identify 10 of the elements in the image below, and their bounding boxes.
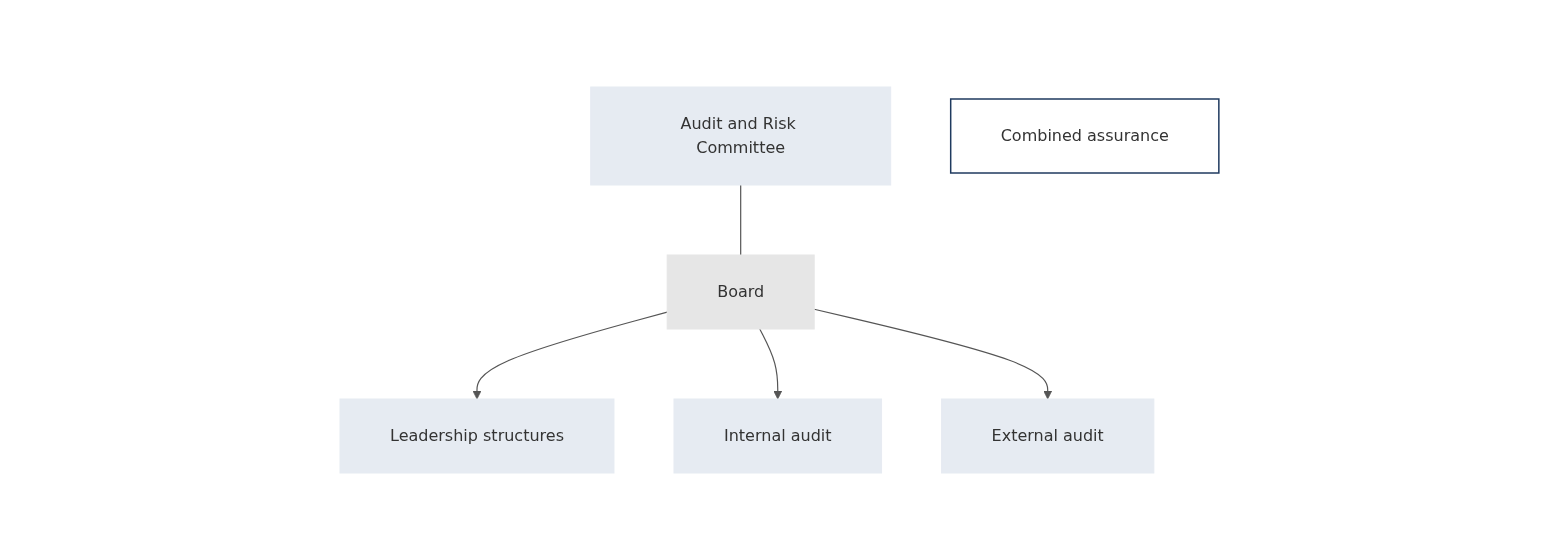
node-box: External audit: [941, 398, 1155, 474]
arrow: [813, 308, 1053, 400]
connector: [740, 184, 742, 256]
node-box: Board: [666, 254, 815, 330]
node-box: Internal audit: [673, 398, 883, 474]
node-box: Audit and Risk Committee: [590, 86, 892, 186]
node-box: Leadership structures: [339, 398, 615, 474]
node-box: Combined assurance: [950, 98, 1220, 174]
arrow: [759, 328, 783, 400]
arrow: [472, 311, 668, 400]
